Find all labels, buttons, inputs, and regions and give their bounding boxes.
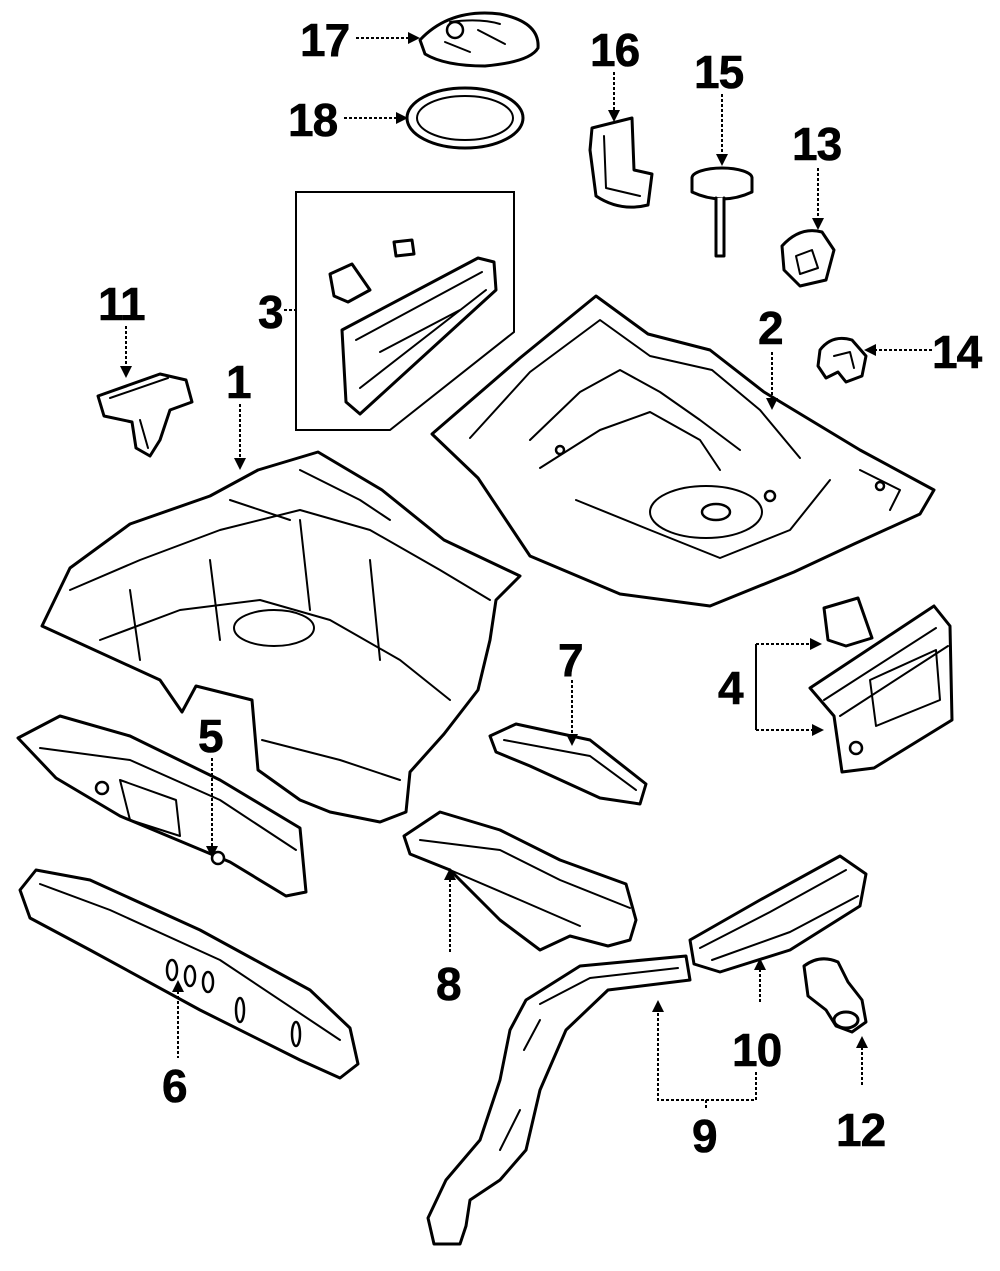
part-11-bracket — [96, 372, 194, 458]
part-2-rear-floor-pan — [430, 294, 936, 608]
callout-4: 4 — [718, 662, 744, 714]
callout-1: 1 — [226, 356, 251, 408]
callout-5: 5 — [198, 710, 223, 762]
callout-15: 15 — [694, 46, 744, 98]
part-12-clip — [802, 957, 868, 1034]
callout-18: 18 — [288, 94, 338, 146]
part-5-crossmember — [16, 714, 308, 898]
part-4-rear-brackets — [808, 596, 954, 774]
part-14-clip — [816, 336, 868, 384]
part-3-trim-panel-group — [295, 191, 515, 431]
part-7-crossmember — [488, 722, 648, 806]
part-1-floor-pan — [40, 450, 522, 824]
part-9-side-rail — [426, 954, 692, 1246]
callout-14: 14 — [932, 326, 983, 378]
callout-10: 10 — [732, 1024, 781, 1076]
callout-3: 3 — [258, 286, 283, 338]
part-16-bracket — [588, 116, 654, 209]
callout-8: 8 — [436, 958, 461, 1010]
part-10-rail-extension — [688, 854, 868, 974]
callout-9: 9 — [692, 1110, 717, 1162]
callout-17: 17 — [300, 14, 349, 66]
callout-12: 12 — [836, 1104, 885, 1156]
part-17-cover — [418, 11, 540, 68]
part-8-crossmember — [402, 810, 638, 952]
part-18-ring — [405, 86, 525, 150]
callout-13: 13 — [792, 118, 841, 170]
callout-2: 2 — [758, 302, 783, 354]
callout-16: 16 — [590, 24, 639, 76]
part-6-side-rail — [18, 868, 360, 1080]
part-15-bumper — [690, 166, 754, 258]
callout-6: 6 — [162, 1060, 187, 1112]
part-13-clip — [780, 229, 836, 288]
callout-11: 11 — [98, 278, 145, 330]
callout-7: 7 — [558, 634, 583, 686]
